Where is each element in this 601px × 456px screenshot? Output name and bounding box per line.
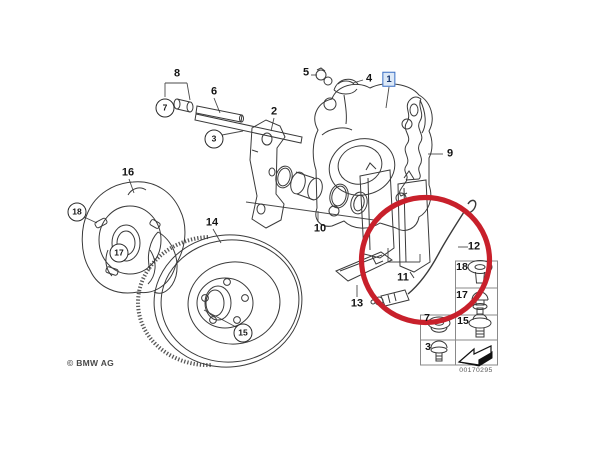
callout-17[interactable]: 17 — [109, 243, 129, 263]
callout-1-selected[interactable]: 1 — [382, 71, 396, 87]
copyright-text: © BMW AG — [67, 358, 115, 368]
carrier-bracket-drawing — [249, 119, 286, 229]
bleeder-screw-drawing — [315, 67, 333, 86]
callout-8[interactable]: 8 — [173, 67, 181, 80]
diagram-code: 00170295 — [459, 367, 493, 374]
callout-16[interactable]: 16 — [121, 166, 135, 179]
callout-2[interactable]: 2 — [270, 105, 278, 118]
callout-15[interactable]: 15 — [233, 323, 253, 343]
brake-caliper-drawing — [312, 83, 433, 231]
dust-shield-drawing — [81, 181, 186, 294]
callout-13[interactable]: 13 — [350, 297, 364, 310]
callout-6[interactable]: 6 — [210, 85, 218, 98]
callout-3[interactable]: 3 — [204, 129, 224, 149]
callout-14[interactable]: 14 — [205, 216, 219, 229]
guide-rail-drawing — [194, 113, 303, 144]
grid-label-7[interactable]: 7 — [424, 311, 430, 324]
callout-11[interactable]: 11 — [397, 271, 409, 284]
callout-12[interactable]: 12 — [467, 240, 481, 253]
grid-label-17[interactable]: 17 — [456, 288, 468, 301]
callout-7[interactable]: 7 — [155, 98, 175, 118]
direction-arrow-icon — [457, 345, 493, 367]
grid-label-18[interactable]: 18 — [456, 260, 468, 273]
grid-label-3[interactable]: 3 — [425, 340, 431, 353]
highlight-circle — [358, 194, 493, 326]
retaining-clip-drawing — [333, 78, 359, 95]
anti-rattle-spring-drawing — [399, 96, 423, 197]
callout-10[interactable]: 10 — [313, 222, 327, 235]
pin-bushing-drawing — [173, 98, 194, 113]
piston-seal-kit-drawing — [275, 165, 368, 215]
callout-9[interactable]: 9 — [446, 147, 454, 160]
brake-pads-drawing — [359, 162, 431, 279]
callout-5[interactable]: 5 — [302, 66, 310, 79]
brake-disc-drawing — [135, 234, 303, 368]
guide-pin-drawing — [195, 105, 244, 123]
callout-18[interactable]: 18 — [67, 202, 87, 222]
callout-4[interactable]: 4 — [365, 72, 373, 85]
grid-label-15[interactable]: 15 — [457, 314, 469, 327]
